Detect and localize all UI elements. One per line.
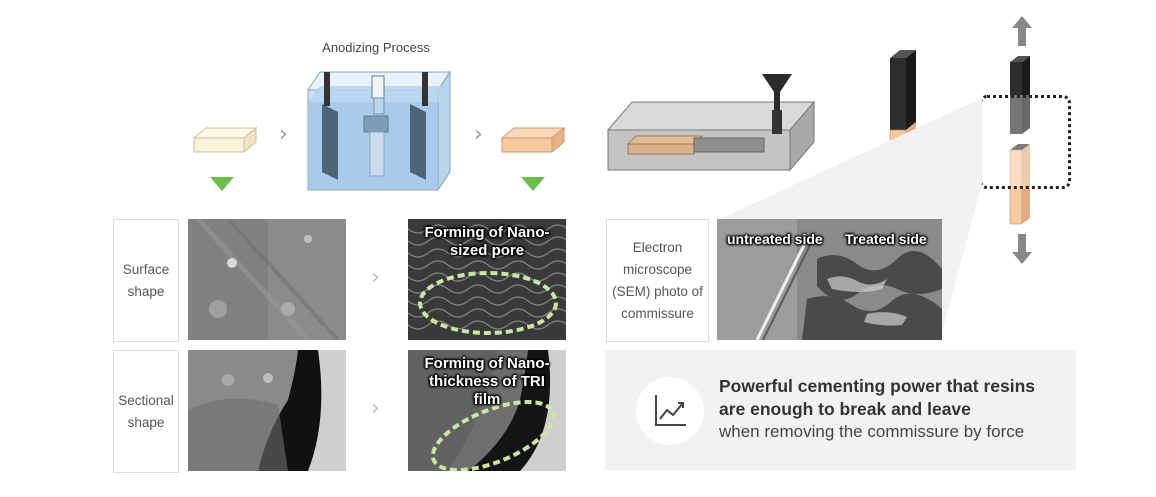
- down-arrow-icon: [210, 177, 234, 191]
- sectional-photo-after: [408, 350, 566, 471]
- sem-label-box: Electron microscope (SEM) photo of commi…: [606, 219, 709, 342]
- row-label-sectional: Sectional shape: [113, 350, 179, 473]
- chevron-right-icon: ›: [474, 122, 483, 147]
- line-chart-up-icon: [636, 377, 704, 445]
- surface-photo-after: [408, 219, 566, 340]
- arrow-down-icon: [1012, 234, 1032, 269]
- anodizing-tank: [304, 62, 454, 199]
- down-arrow-icon: [521, 177, 545, 191]
- chevron-right-icon: ›: [371, 265, 380, 290]
- untreated-plate: [190, 126, 262, 161]
- process-title: Anodizing Process: [322, 40, 430, 55]
- sem-photo: [717, 219, 942, 340]
- sectional-photo-before: [188, 350, 346, 471]
- row-label-text: Sectional shape: [118, 392, 174, 430]
- result-line-3: when removing the commissure by force: [719, 422, 1025, 441]
- surface-photo-before: [188, 219, 346, 340]
- sectional-overlay-text: Forming of Nano-thickness of TRI film: [424, 355, 550, 408]
- sem-right-tag: Treated side: [845, 231, 927, 247]
- treated-plate: [498, 126, 570, 161]
- row-label-text: Surface shape: [122, 261, 170, 299]
- result-panel: Powerful cementing power that resins are…: [605, 350, 1076, 470]
- sem-label-text: Electron microscope (SEM) photo of commi…: [612, 239, 703, 321]
- arrow-up-icon: [1012, 16, 1032, 51]
- row-label-surface: Surface shape: [113, 219, 179, 342]
- sem-left-tag: untreated side: [727, 231, 823, 247]
- chevron-right-icon: ›: [371, 396, 380, 421]
- molding-block: [604, 70, 818, 179]
- result-line-2: are enough to break and leave: [719, 399, 971, 419]
- result-line-1: Powerful cementing power that resins: [719, 376, 1036, 396]
- surface-overlay-text: Forming of Nano-sized pore: [424, 224, 550, 259]
- chevron-right-icon: ›: [279, 122, 288, 147]
